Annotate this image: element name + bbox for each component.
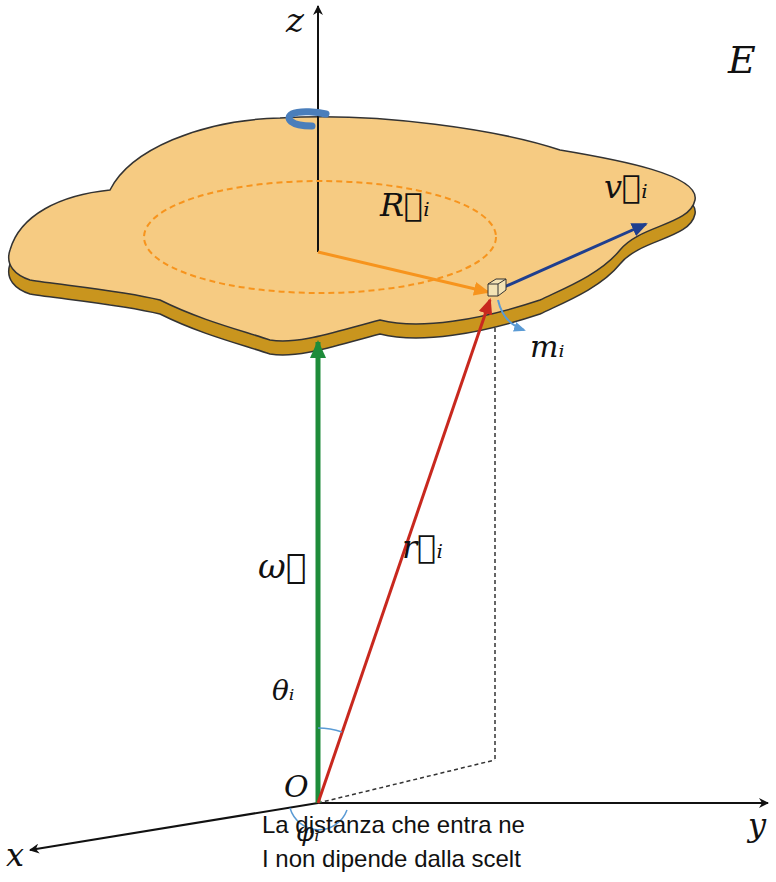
angle-label: θᵢ (272, 676, 295, 707)
axis-label: x (6, 838, 24, 873)
origin-label: O (284, 770, 309, 803)
vector-label: r⃗ᵢ (402, 530, 443, 565)
energy-symbol: E (728, 40, 756, 82)
mass-label: mᵢ (530, 330, 564, 363)
vector-label: ω⃗ (258, 548, 306, 585)
note-text: La distanza che entra ne (262, 812, 525, 838)
vector-label: v⃗ᵢ (604, 170, 648, 205)
axis-label: y (748, 808, 766, 843)
vector-label: R⃗ᵢ (380, 188, 430, 223)
note-text: I non dipende dalla scelt (262, 846, 521, 872)
axis-label: z (286, 2, 304, 39)
